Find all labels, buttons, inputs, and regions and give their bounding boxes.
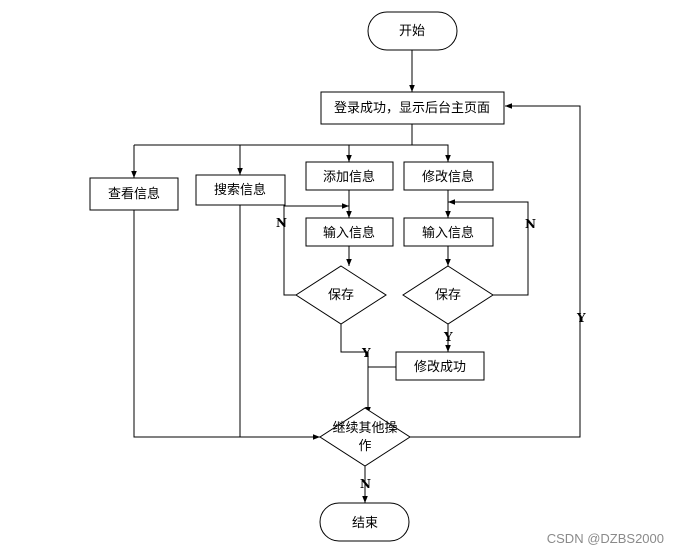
- edge-save-add-no: [283, 203, 349, 296]
- add-label: 添加信息: [323, 169, 375, 185]
- input-add-box: [305, 217, 394, 247]
- edge-to-modify: [412, 144, 451, 162]
- edge-label-modify-no: N: [525, 217, 536, 231]
- edge-label-add-yes: Y: [361, 346, 371, 360]
- edge-continue-yes: [410, 103, 581, 438]
- input-modify-box: [403, 217, 494, 247]
- edge-label-add-no: N: [276, 216, 287, 230]
- end-terminal: [319, 502, 410, 542]
- start-label: 开始: [399, 24, 425, 39]
- watermark: CSDN @DZBS2000: [546, 531, 664, 546]
- edge-label-continue-no: N: [360, 477, 371, 491]
- continue-label-line1: 继续其他操: [332, 420, 397, 436]
- start-terminal: [367, 11, 458, 51]
- continue-decision: [319, 407, 411, 467]
- add-box: [305, 161, 394, 191]
- view-box: [89, 177, 179, 211]
- login-box: [320, 91, 505, 125]
- end-label: 结束: [352, 516, 378, 531]
- save-modify-decision: [402, 265, 494, 325]
- search-box: [195, 174, 286, 206]
- modify-success-label: 修改成功: [414, 360, 466, 375]
- edge-label-modify-yes: Y: [443, 330, 453, 344]
- modify-label: 修改信息: [422, 169, 474, 185]
- login-label: 登录成功，显示后台主页面: [334, 101, 490, 116]
- edge-save-modify-no: [448, 199, 529, 296]
- edge-view-continue: [133, 210, 320, 440]
- modify-box: [403, 161, 494, 191]
- save-add-decision: [295, 265, 387, 325]
- input-add-label: 输入信息: [323, 225, 375, 241]
- save-modify-label: 保存: [435, 288, 461, 303]
- search-label: 搜索信息: [214, 182, 266, 198]
- input-modify-label: 输入信息: [422, 225, 474, 241]
- view-label: 查看信息: [108, 186, 160, 202]
- modify-success-box: [395, 351, 485, 381]
- continue-label-line2: 作: [358, 439, 371, 454]
- save-add-label: 保存: [328, 288, 354, 303]
- edge-save-add-yes: [340, 322, 371, 414]
- edge-label-continue-yes: Y: [576, 311, 586, 325]
- edge-login-branch: [134, 124, 413, 146]
